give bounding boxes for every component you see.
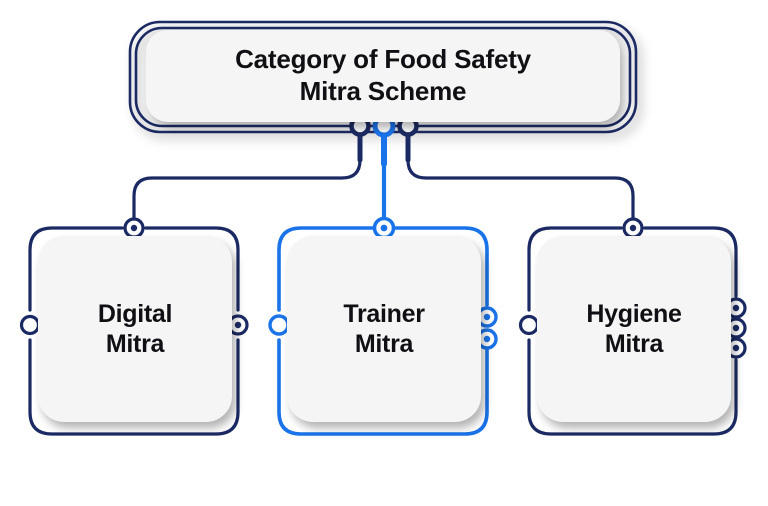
node-label-hygiene-mitra: Hygiene Mitra xyxy=(586,299,682,359)
node-card-digital-mitra[interactable]: Digital Mitra xyxy=(38,236,232,422)
port-digital-left[interactable] xyxy=(19,314,41,336)
port-root-left[interactable] xyxy=(349,115,371,163)
port-hygiene-top[interactable] xyxy=(622,217,644,239)
port-digital-top[interactable] xyxy=(123,217,145,239)
port-root-center[interactable] xyxy=(372,114,396,167)
root-node-label: Category of Food Safety Mitra Scheme xyxy=(235,44,531,106)
port-root-right[interactable] xyxy=(397,115,419,163)
root-node-card[interactable]: Category of Food Safety Mitra Scheme xyxy=(146,30,620,122)
connector-root-to-digital xyxy=(132,124,362,230)
node-label-digital-mitra: Digital Mitra xyxy=(97,299,173,359)
port-hygiene-left[interactable] xyxy=(518,314,540,336)
port-trainer-top[interactable] xyxy=(372,216,396,240)
node-card-trainer-mitra[interactable]: Trainer Mitra xyxy=(287,236,481,422)
port-trainer-left[interactable] xyxy=(268,314,290,336)
connector-root-to-hygiene xyxy=(406,124,635,230)
node-card-hygiene-mitra[interactable]: Hygiene Mitra xyxy=(537,236,731,422)
node-label-trainer-mitra: Trainer Mitra xyxy=(343,299,425,359)
